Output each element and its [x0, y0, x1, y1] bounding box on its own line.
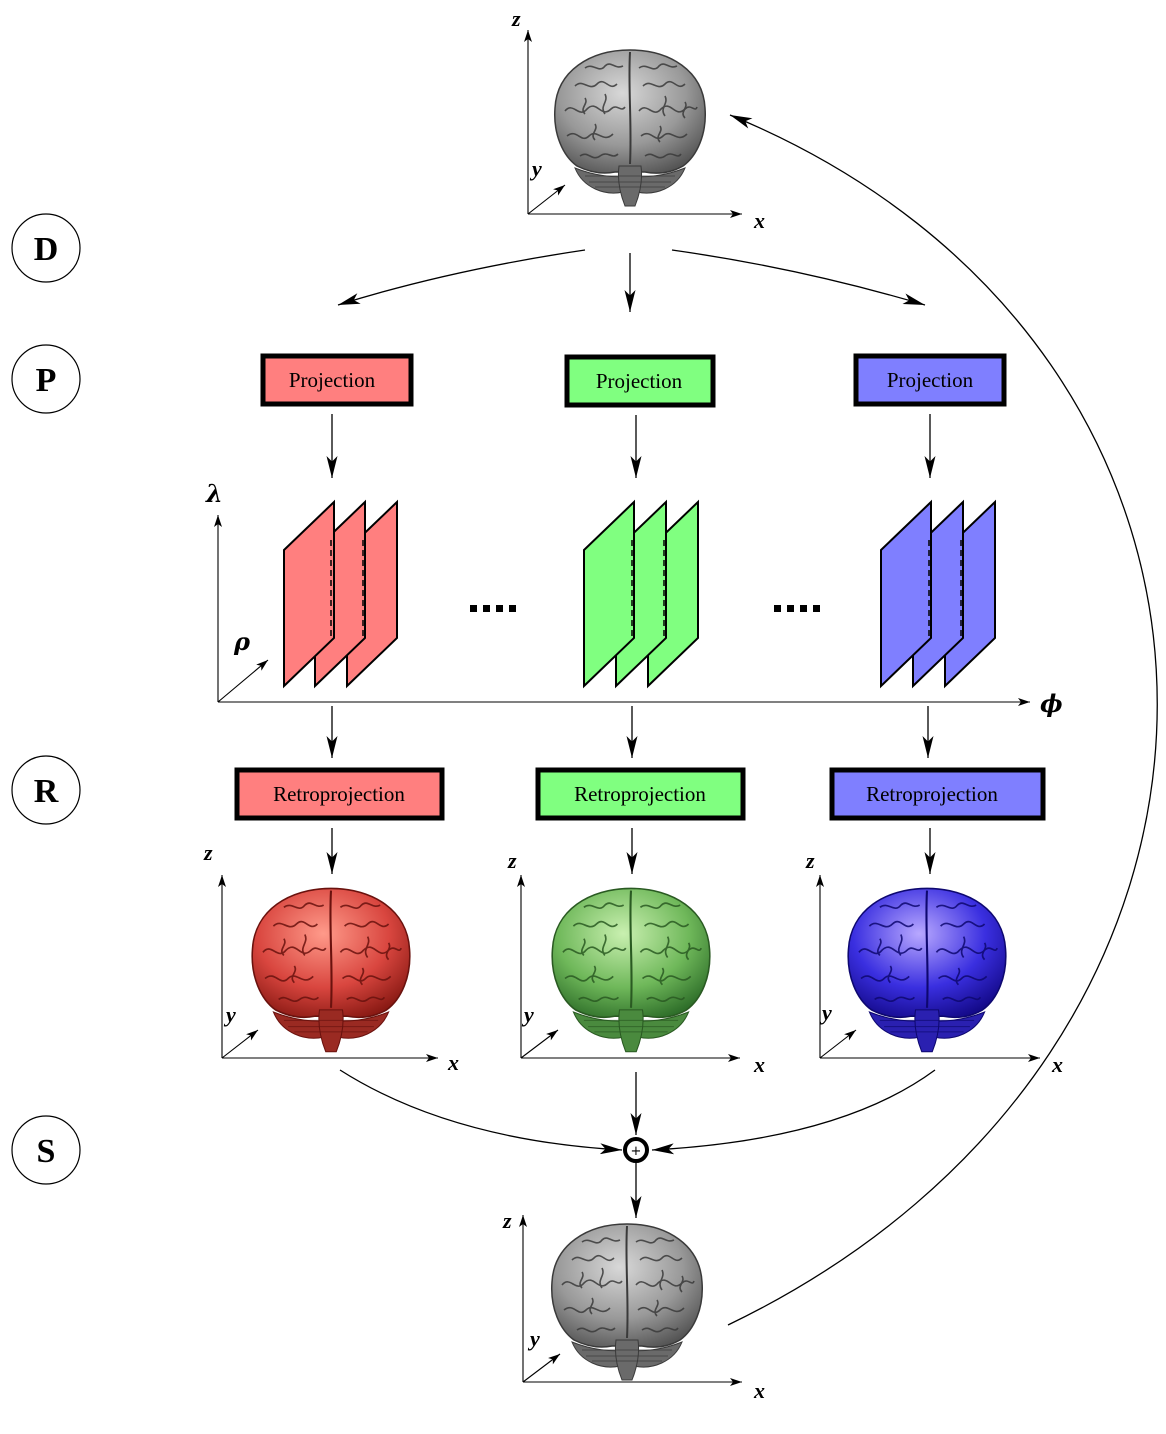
sinogram-slices-red — [283, 499, 398, 689]
projection-label: Projection — [887, 368, 974, 392]
projection-label: Projection — [596, 369, 683, 393]
axis-x-label: x — [753, 1052, 765, 1077]
axis-phi-label: ϕ — [1040, 689, 1063, 718]
axis-y-label: y — [223, 1002, 236, 1027]
sinogram-slices-green — [583, 499, 699, 689]
stage-r-marker: R — [11, 755, 81, 825]
retro-volume-red: z x y — [203, 840, 459, 1075]
brain-image-red — [252, 888, 410, 1052]
axis-y-label: y — [527, 1326, 540, 1351]
axis-y-label: y — [819, 1000, 832, 1025]
ellipsis-left: .... — [470, 605, 516, 612]
projection-box-red: Projection — [260, 353, 414, 407]
distribution-arrows — [337, 249, 926, 312]
axis-x-label: x — [753, 208, 765, 233]
retroprojection-box-red: Retroprojection — [234, 767, 445, 821]
axis-z-label: z — [507, 848, 517, 873]
axis-z-label: z — [511, 6, 521, 31]
stage-p-label: P — [36, 362, 57, 399]
retro-volume-blue: z x y — [805, 848, 1063, 1077]
sum-node: + — [623, 1137, 649, 1163]
axis-lambda-label: λ — [205, 479, 223, 508]
brain-image-green — [552, 888, 710, 1052]
axis-z-label: z — [805, 848, 815, 873]
retroprojection-label: Retroprojection — [273, 782, 405, 806]
axis-rho-label: ρ — [233, 627, 251, 656]
retroprojection-label: Retroprojection — [866, 782, 998, 806]
ellipsis-right — [774, 605, 820, 612]
axis-x-label: x — [753, 1378, 765, 1403]
feedback-arc — [727, 114, 1158, 1326]
axis-x-label: x — [447, 1050, 459, 1075]
axis-z-label: z — [203, 840, 213, 865]
retro-volume-green: z x y — [507, 848, 765, 1077]
stage-d-label: D — [34, 231, 59, 268]
axis-y-label: y — [529, 156, 542, 181]
stage-d-marker: D — [11, 213, 81, 283]
projection-label: Projection — [289, 368, 376, 392]
projection-box-blue: Projection — [853, 353, 1007, 407]
axis-z-label: z — [502, 1208, 512, 1233]
brain-image-blue — [848, 888, 1006, 1052]
sinogram-slices-blue — [880, 499, 996, 689]
axis-x-label: x — [1051, 1052, 1063, 1077]
input-volume: z x y — [511, 6, 765, 233]
stage-s-marker: S — [11, 1115, 81, 1185]
output-volume: z x y — [502, 1208, 765, 1403]
stage-p-marker: P — [11, 344, 81, 414]
retroprojection-box-green: Retroprojection — [535, 767, 746, 821]
stage-s-label: S — [37, 1133, 56, 1170]
brain-image-gray-output — [551, 1224, 703, 1380]
sum-arrows — [339, 1069, 936, 1155]
axis-y-label: y — [521, 1002, 534, 1027]
sinogram-axes: λ ρ ϕ — [205, 479, 1063, 718]
sum-symbol: + — [631, 1144, 642, 1159]
stage-r-label: R — [34, 773, 59, 810]
retroprojection-box-blue: Retroprojection — [829, 767, 1046, 821]
retroprojection-label: Retroprojection — [574, 782, 706, 806]
projection-box-green: Projection — [564, 354, 716, 408]
brain-image-gray — [554, 50, 706, 206]
